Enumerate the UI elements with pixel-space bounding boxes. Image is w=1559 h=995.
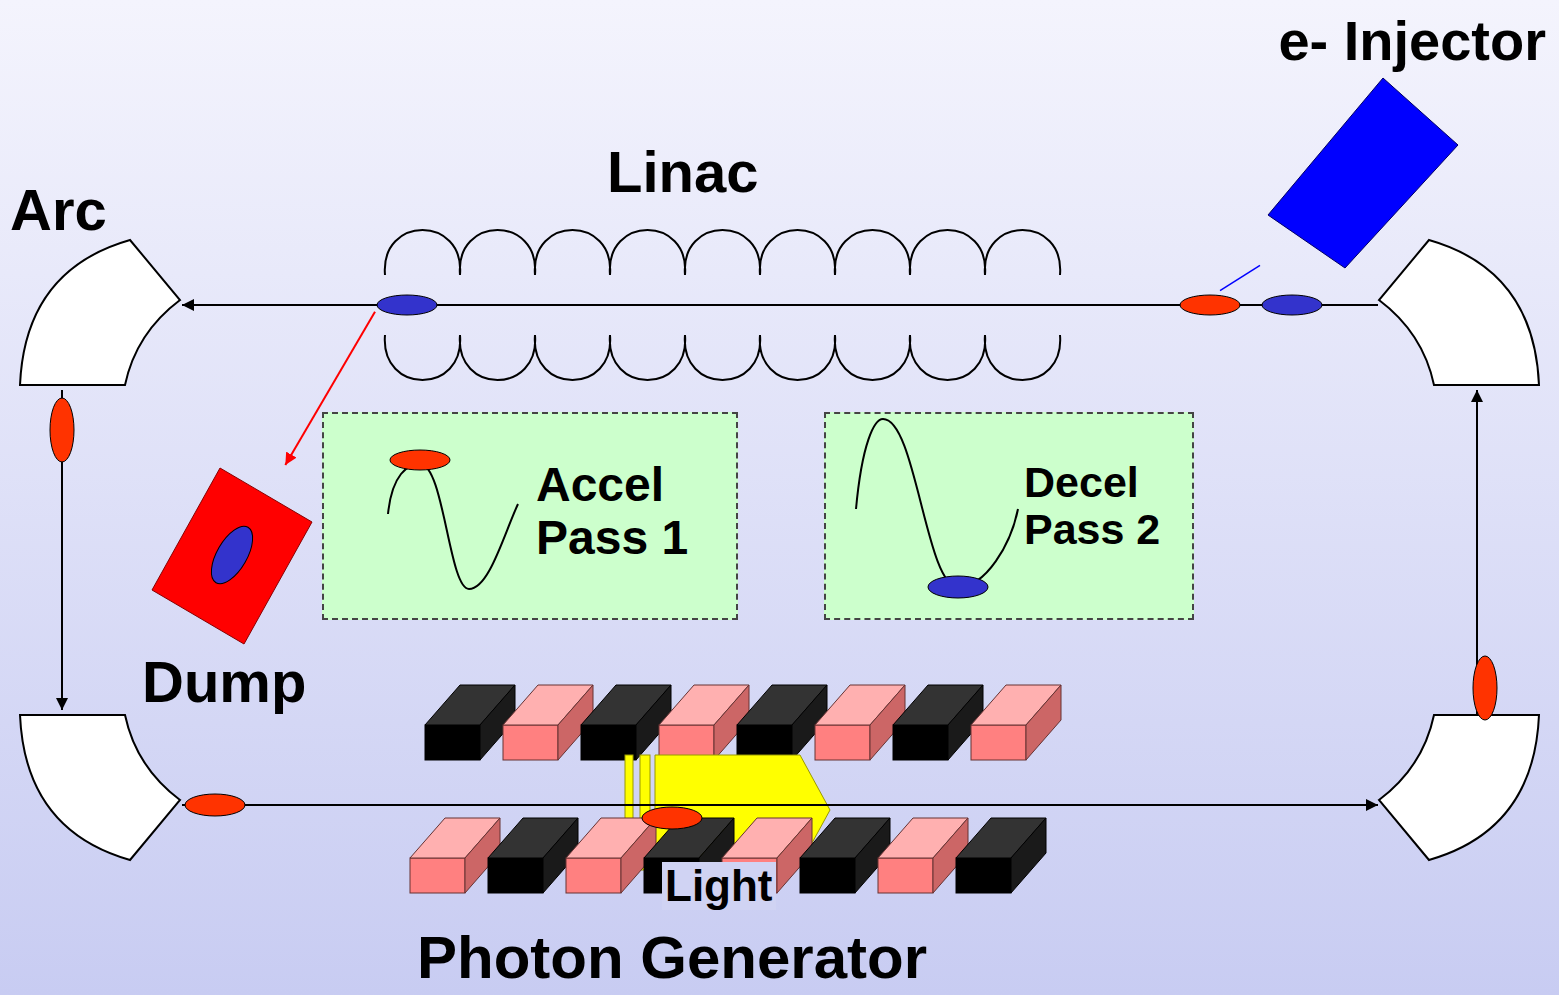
undulator-magnet: [425, 685, 515, 760]
undulator-magnet: [581, 685, 671, 760]
electron-bunch: [1473, 656, 1497, 720]
arc-magnet: [1379, 715, 1539, 860]
electron-bunch: [1262, 295, 1322, 315]
arc-label: Arc: [10, 178, 107, 242]
undulator-magnet: [503, 685, 593, 760]
connector: [1220, 265, 1260, 290]
photon-generator-label: Photon Generator: [417, 925, 927, 991]
undulator-magnet: [971, 685, 1061, 760]
undulator-magnet: [659, 685, 749, 760]
undulator-magnet: [488, 818, 578, 893]
rf-cavity: [385, 230, 1060, 275]
undulator-magnet: [878, 818, 968, 893]
undulator-magnet: [737, 685, 827, 760]
electron-bunch: [185, 794, 245, 816]
electron-bunch: [642, 807, 702, 829]
beam-line: [182, 804, 1378, 806]
electron-injector: e- Injector: [1260, 10, 1552, 280]
arc-magnet-shape: [18, 238, 182, 388]
rf-cavity: [385, 335, 1060, 380]
electron-bunch: [50, 398, 74, 462]
linac-label: Linac: [607, 140, 759, 204]
undulator-magnet: [815, 685, 905, 760]
undulator-magnet: [566, 818, 656, 893]
undulator-magnet: [956, 818, 1046, 893]
electron-bunch: [377, 295, 437, 315]
accel-box: Accel Pass 1: [322, 412, 738, 620]
decel-label: Decel Pass 2: [1024, 459, 1174, 554]
dump-label: Dump: [142, 650, 306, 714]
arc-magnet: Arc: [18, 238, 182, 388]
linac: Linac: [375, 140, 1220, 390]
beam-dump: Dump: [148, 465, 318, 647]
electron-bunch: [1180, 295, 1240, 315]
beam-dump-shape: [148, 465, 318, 647]
undulator-magnet: [800, 818, 890, 893]
injector-label: e- Injector: [1278, 10, 1546, 72]
accel-label: Accel Pass 1: [536, 459, 708, 565]
undulator-magnet: [893, 685, 983, 760]
arc-magnet: [1379, 240, 1539, 385]
arc-magnet: [20, 715, 180, 860]
undulator-magnet: [410, 818, 500, 893]
connector: [182, 304, 375, 306]
decel-box: Decel Pass 2: [824, 412, 1194, 620]
light-label: Light: [662, 862, 776, 910]
